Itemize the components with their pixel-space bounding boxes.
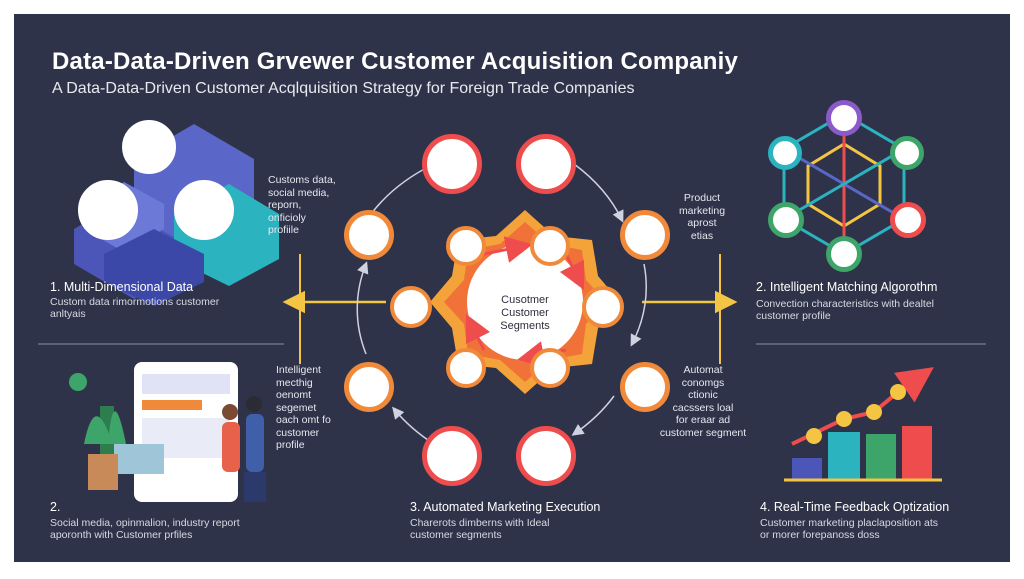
section-4-desc-line-1: Charerots dimberns with Ideal [410, 517, 550, 529]
document-icon [78, 180, 138, 240]
ann-tl-5: profiile [268, 224, 299, 236]
team-node-icon [826, 236, 862, 272]
team-icon [174, 180, 234, 240]
network-icon [620, 362, 670, 412]
people-scene-left [69, 362, 266, 502]
target-icon [582, 286, 624, 328]
section-heading-2: 2. Intelligent Matching Algorothm [756, 280, 938, 294]
email-icon [390, 286, 432, 328]
people-node-icon [768, 202, 804, 238]
section-4-desc-line-2: customer segments [410, 529, 502, 541]
checklist-icon [422, 134, 482, 194]
annotation-bottom-left: Intelligent mecthig oenomt segemet oach … [276, 364, 350, 452]
ann-br-5: for eraar ad [675, 414, 731, 426]
ann-br-6: customer segment [659, 426, 747, 439]
section-3-desc-line-1: Social media, opinmalion, industry repor… [50, 517, 240, 529]
mouse-icon [530, 348, 570, 388]
section-5-desc-line-1: Customer marketing placlaposition ats [760, 517, 938, 529]
center-line-3: Segments [500, 320, 550, 332]
cycle-arc-4 [571, 395, 615, 436]
cycle-arc-2 [573, 163, 624, 223]
section-heading-3: 2. [50, 500, 61, 514]
ann-br-1: Automat [683, 364, 723, 376]
team-icon [422, 426, 482, 486]
annotation-bottom-right: Automat conomgs ctionic cacssers loal fo… [658, 364, 748, 439]
center-line-2: Customer [501, 307, 549, 319]
section-heading-1: 1. Multi-Dimensional Data [50, 280, 194, 294]
section-desc-4: Charerots dimberns with Ideal customer s… [410, 517, 630, 541]
user-node-icon [890, 136, 924, 170]
cycle-arc-6 [356, 261, 369, 355]
annotation-top-left: Customs data, social media, reporn, onfi… [268, 174, 338, 237]
ann-tr-3: aprost [687, 217, 717, 229]
feedback-bar-chart [784, 367, 942, 482]
center-label: Cusotmer Customer Segments [476, 294, 574, 333]
center-line-1: Cusotmer [501, 294, 549, 306]
section-heading-4: 3. Automated Marketing Execution [410, 500, 601, 514]
ann-bl-6: customer profile [276, 426, 320, 452]
ann-bl-1: Intelligent [276, 364, 321, 376]
ann-tr-4: etias [690, 229, 714, 242]
chart-node-icon [768, 136, 802, 170]
ann-bl-5: oach omt fo [276, 414, 331, 426]
ann-tr-2: marketing [678, 204, 726, 217]
page-title: Data-Data-Driven Grvewer Customer Acquis… [52, 48, 739, 75]
ann-br-4: cacssers loal [672, 401, 734, 414]
center-gear-ring [430, 210, 620, 394]
page-subtitle: A Data-Data-Driven Customer Acqlquisitio… [52, 80, 635, 97]
video-chat-icon [530, 226, 570, 266]
cycle-arc-3 [630, 263, 647, 347]
section-3-desc-line-2: aporonth with Customer prfiles [50, 529, 193, 541]
mobile-icon [344, 210, 394, 260]
puzzle-people-icon [516, 134, 576, 194]
section-desc-1: Custom data rimormotions customer anltya… [50, 296, 270, 320]
ann-bl-4: segemet [276, 401, 317, 414]
section-desc-5: Customer marketing placlaposition ats or… [760, 517, 990, 541]
section-1-desc-line-1: Custom data rimormotions customer [50, 296, 220, 308]
laptop-icon [516, 426, 576, 486]
group-node-icon [890, 202, 926, 238]
ann-bl-3: oenomt [276, 389, 312, 401]
ann-tl-2: social media, [268, 186, 330, 199]
ann-tl-3: reporn, [268, 199, 302, 211]
hub-node-icon [826, 100, 862, 136]
ann-br-2: conomgs [681, 376, 725, 389]
section-1-desc-line-2: anltyais [50, 308, 86, 320]
infographic-canvas: Data-Data-Driven Grvewer Customer Acquis… [14, 14, 1010, 562]
calendar-icon [446, 226, 486, 266]
ann-br-3: ctionic [688, 389, 718, 401]
ann-tl-4: onficioly [268, 211, 306, 224]
presentation-icon [620, 210, 670, 260]
ann-bl-2: mecthig [276, 376, 313, 389]
section-heading-5: 4. Real-Time Feedback Optization [760, 500, 950, 514]
section-5-desc-line-2: or morer forepanoss doss [760, 529, 880, 541]
database-table-icon [122, 120, 176, 174]
ann-tr-1: Product [683, 192, 721, 204]
ann-tl-1: Customs data, [268, 174, 336, 186]
social-puzzle-icon [446, 348, 486, 388]
annotation-top-right: Product marketing aprost etias [670, 192, 734, 242]
section-desc-2: Convection characteristics with dealtel … [756, 298, 986, 322]
section-2-desc-line-1: Convection characteristics with dealtel [756, 298, 934, 310]
section-desc-3: Social media, opinmalion, industry repor… [50, 517, 290, 541]
section-2-desc-line-2: customer profile [756, 310, 831, 322]
people-group-icon [344, 362, 394, 412]
